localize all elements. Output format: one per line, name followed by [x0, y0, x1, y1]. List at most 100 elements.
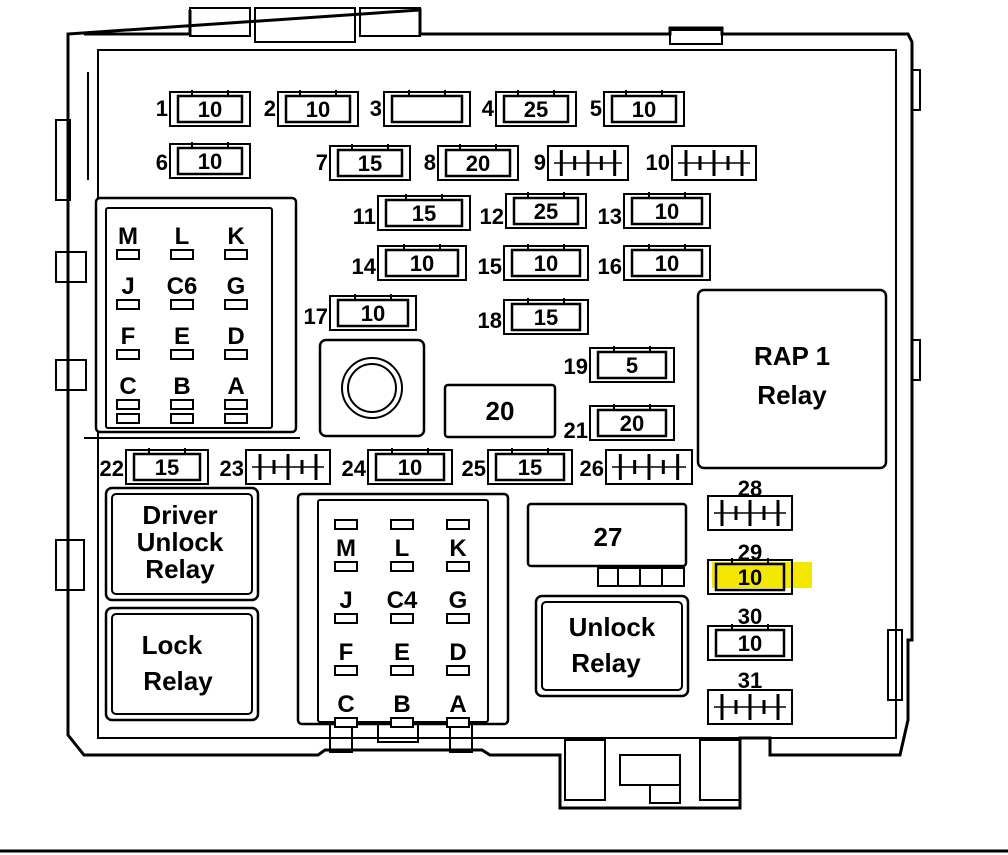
fuse-amperage-label: 10 [410, 251, 434, 276]
unlock-relay[interactable]: Unlock Relay [534, 594, 690, 698]
fuse-cavity [383, 91, 471, 127]
fuse-body [374, 452, 446, 482]
driver-unlock-relay[interactable]: Driver Unlock Relay [104, 486, 260, 602]
connector-pin-label: F [339, 639, 354, 666]
lock-relay[interactable]: Lock Relay [104, 606, 260, 722]
fuse-23[interactable]: 23 [220, 449, 331, 485]
fuse-9[interactable]: 9 [534, 145, 629, 181]
fuse-cavity [623, 245, 711, 281]
fuse-amperage-label: 15 [155, 455, 179, 480]
fuse-number-label: 25 [462, 456, 486, 481]
fuse-1[interactable]: 1 10 [156, 90, 251, 127]
fuse-amperage-label: 15 [534, 305, 558, 330]
fuse-number-label: 31 [738, 668, 762, 693]
fuse-number-label: 29 [738, 540, 762, 565]
fuse-empty-slot [671, 145, 757, 181]
fuse-number-label: 16 [598, 254, 622, 279]
connector-pin-label: J [339, 587, 352, 614]
driver-unlock-relay-line-1: Driver [142, 500, 217, 530]
fuse-number-label: 19 [564, 354, 588, 379]
fuse-3[interactable]: 3 [370, 90, 471, 127]
connector-pin [170, 413, 194, 424]
connector-pin [390, 561, 414, 572]
fuse-body [510, 248, 582, 278]
fuse-empty-slot [707, 689, 793, 725]
fuse-26[interactable]: 26 [580, 449, 693, 485]
driver-unlock-relay-line-3: Relay [145, 554, 215, 584]
connector-pin [224, 299, 248, 310]
fuse-number-label: 1 [156, 96, 168, 121]
fuse-cavity [623, 193, 711, 229]
maxi-fuse-27-label: 27 [594, 522, 623, 552]
fuse-cavity [329, 295, 417, 331]
connector-pin-label: D [227, 323, 244, 350]
fuse-amperage-label: 10 [198, 97, 222, 122]
fuse-cavity [367, 449, 453, 485]
connector-pin [446, 613, 470, 624]
connector-pin [116, 413, 140, 424]
connector-pin-label: F [121, 323, 136, 350]
connector-pin [334, 665, 358, 676]
fuse-number-label: 23 [220, 456, 244, 481]
connector-pin [170, 249, 194, 260]
fuse-amperage-label: 25 [524, 97, 548, 122]
maxi-fuse-20[interactable]: 20 [443, 383, 557, 439]
fuse-body [132, 452, 202, 482]
connector-pin-label: J [121, 273, 134, 300]
connector-pin [334, 519, 358, 530]
fuse-number-label: 10 [646, 150, 670, 175]
connector-pin [390, 717, 414, 728]
fuse-body [336, 148, 404, 178]
fuse-cavity [707, 559, 793, 595]
fuse-cavity [505, 193, 587, 229]
connector-pin [170, 399, 194, 410]
fuse-number-label: 6 [156, 150, 168, 175]
fuse-number-label: 7 [316, 150, 328, 175]
connector-pin-label: K [449, 535, 467, 562]
fuse-number-label: 30 [738, 604, 762, 629]
maxi-fuse-27[interactable]: 27 [526, 502, 688, 587]
fuse-body [444, 148, 512, 178]
rap-relay[interactable]: RAP 1 Relay [696, 288, 888, 470]
connector-pin [446, 519, 470, 530]
fuse-10[interactable]: 10 [646, 145, 757, 181]
connector-pin-label: B [393, 691, 410, 718]
fuse-31[interactable]: 31 [707, 668, 793, 725]
unlock-relay-line-1: Unlock [569, 612, 656, 642]
fuse-28[interactable]: 28 [707, 476, 793, 531]
connector-pin [116, 349, 140, 360]
connector-pin-label: L [175, 223, 190, 250]
fuse-empty-slot [547, 145, 629, 181]
fuse-body [630, 248, 704, 278]
fuse-cavity [589, 405, 675, 441]
fuse-empty-slot [707, 495, 793, 531]
connector-pin [224, 413, 248, 424]
connector-pin [116, 249, 140, 260]
fuse-amperage-label: 10 [655, 199, 679, 224]
fuse-highlight [712, 562, 812, 588]
fuse-amperage-label: 10 [398, 455, 422, 480]
